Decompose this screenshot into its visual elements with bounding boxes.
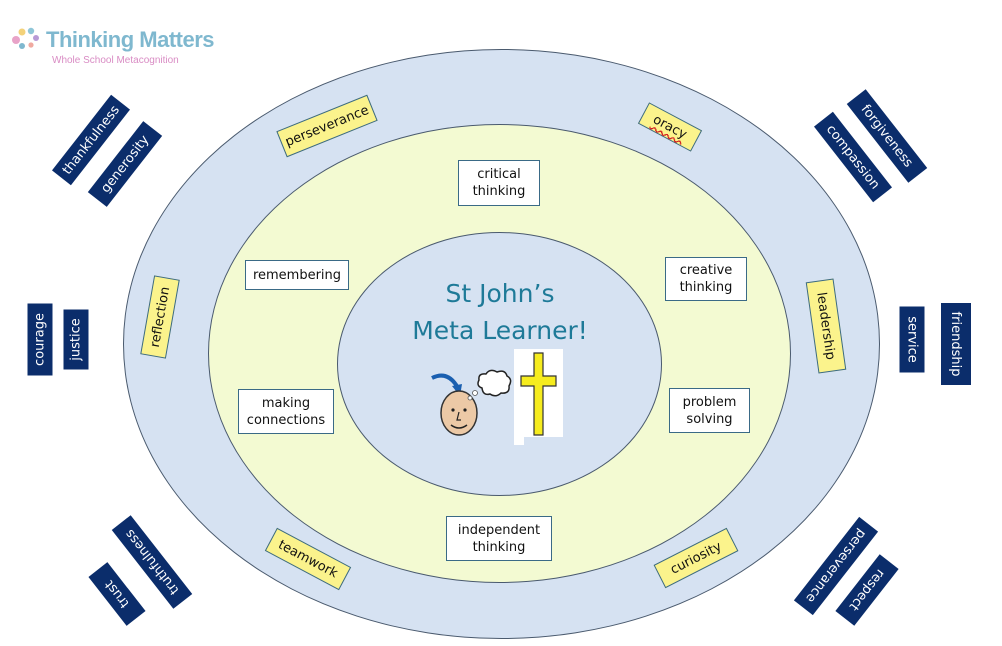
inner-circle-center <box>337 232 662 496</box>
skill-label-line1: creative <box>679 263 733 278</box>
value-friendship: friendship <box>941 303 971 385</box>
value-label: truthfulness <box>122 526 182 598</box>
value-justice: justice <box>63 309 89 370</box>
center-title: St John’s Meta Learner! <box>380 275 620 349</box>
skill-label-line2: solving <box>686 411 733 427</box>
skill-label-line1: critical <box>477 167 521 182</box>
value-trust: trust <box>88 562 146 626</box>
value-label: trust <box>101 577 133 611</box>
cross-icon <box>514 349 563 445</box>
value-label: courage <box>32 313 48 366</box>
skill-label-line2: connections <box>246 412 326 428</box>
value-label: justice <box>68 318 84 361</box>
swirl-logo-icon <box>12 27 39 49</box>
disposition-label: leadership <box>813 291 839 361</box>
skill-label-line1: remembering <box>252 267 342 283</box>
value-label: generosity <box>97 132 153 196</box>
center-title-line1: St John’s <box>445 279 555 308</box>
skill-label-line2: thinking <box>472 184 526 199</box>
value-service: service <box>899 306 925 373</box>
center-title-line2: Meta Learner! <box>412 316 588 345</box>
thinking-head-icon <box>431 373 478 436</box>
logo-subtitle: Whole School Metacognition <box>52 55 179 66</box>
skill-label-line2: thinking <box>679 280 733 295</box>
value-label: respect <box>846 566 888 614</box>
value-courage: courage <box>27 303 53 376</box>
skill-label-line1: problem <box>682 394 737 410</box>
skill-label-line1: making <box>261 395 311 411</box>
skill-creative-thinking: creative thinking <box>665 257 747 301</box>
skill-label-line1: independent <box>457 522 541 538</box>
skill-label-line2: thinking <box>472 539 526 555</box>
disposition-label: reflection <box>147 285 173 349</box>
value-label: friendship <box>948 311 964 377</box>
skill-critical-thinking: critical thinking <box>458 160 540 206</box>
value-label: service <box>904 316 920 363</box>
thought-bubble-icon <box>477 369 512 397</box>
logo-title: Thinking Matters <box>46 27 215 52</box>
skill-remembering: remembering <box>245 260 349 290</box>
